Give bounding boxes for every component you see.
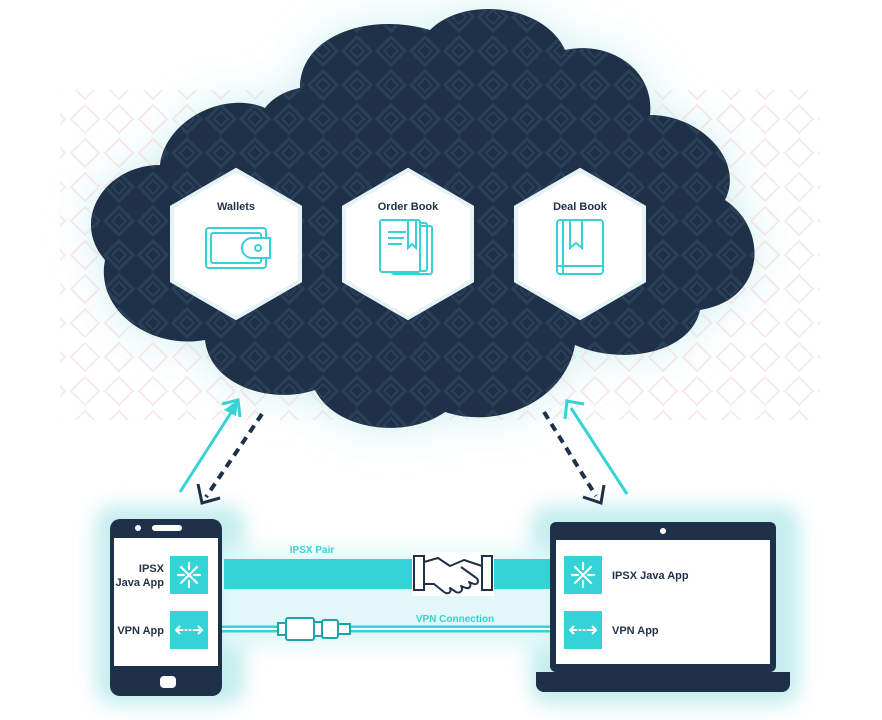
ipsx-pair-band: IPSX Pair [224,545,554,596]
laptop-device: IPSX Java App VPN App [536,522,790,692]
laptop-vpn-label: VPN App [612,625,659,637]
service-wallets: Wallets [170,167,302,321]
ipsx-pair-label: IPSX Pair [290,545,335,556]
phone-camera [135,525,141,531]
order-book-label: Order Book [378,201,439,213]
phone-speaker [152,525,182,531]
service-order-book: Order Book [342,167,474,321]
laptop-camera [660,528,666,534]
handshake-icon [412,552,494,596]
laptop-base [536,672,790,692]
ipsx-logo-icon [170,556,208,594]
arrow-down-left [196,412,264,505]
wallet-icon [205,227,271,269]
phone-home-button[interactable] [160,676,176,688]
cable-plug-icon [277,617,351,641]
service-deal-book: Deal Book [514,167,646,321]
laptop-ipsx-label: IPSX Java App [612,570,689,582]
vpn-arrows-icon [564,611,602,649]
vpn-arrows-icon [170,611,208,649]
arrow-down-right [542,410,606,505]
phone-vpn-label: VPN App [117,625,164,637]
vpn-cable: VPN Connection [222,614,554,641]
vpn-connection-label: VPN Connection [416,614,494,625]
phone-ipsx-app[interactable]: IPSX Java App [115,556,208,594]
arrow-up-right [563,399,629,495]
laptop-vpn-app[interactable]: VPN App [564,611,659,649]
ipsx-logo-icon [564,556,602,594]
phone-device: IPSX Java App VPN App [110,519,222,696]
deal-book-icon [556,219,604,275]
arrow-up-left [178,398,242,493]
phone-ipsx-label-2: Java App [115,577,164,589]
phone-ipsx-label-1: IPSX [139,563,165,575]
order-book-icon [379,219,433,275]
wallets-label: Wallets [217,201,255,213]
laptop-ipsx-app[interactable]: IPSX Java App [564,556,689,594]
phone-vpn-app[interactable]: VPN App [117,611,208,649]
deal-book-label: Deal Book [553,201,608,213]
